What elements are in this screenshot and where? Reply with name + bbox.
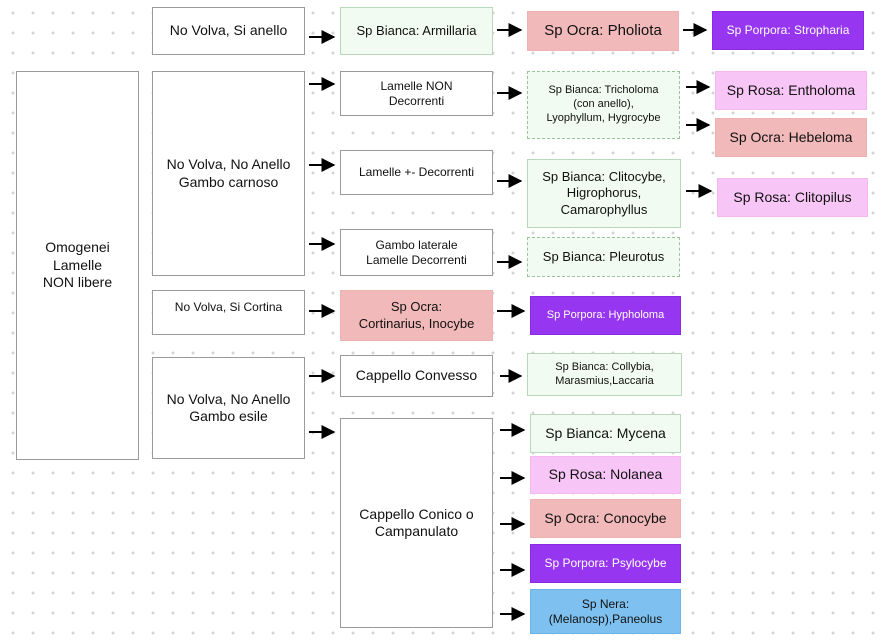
feature-lamelle-decorrenti: Lamelle +- Decorrenti [340,150,493,195]
feature-gambo-laterale: Gambo laterale Lamelle Decorrenti [340,229,493,276]
feature-lamelle-non-decorrenti: Lamelle NON Decorrenti [340,71,493,116]
feature-cappello-conico: Cappello Conico o Campanulato [340,418,493,628]
result-hebeloma: Sp Ocra: Hebeloma [715,118,867,157]
result-hypholoma: Sp Porpora: Hypholoma [530,296,681,335]
result-conocybe: Sp Ocra: Conocybe [530,499,681,538]
result-mycena: Sp Bianca: Mycena [530,414,681,453]
feature-cappello-convesso: Cappello Convesso [340,355,493,397]
result-pleurotus: Sp Bianca: Pleurotus [527,237,680,277]
branch-gambo-carnoso: No Volva, No Anello Gambo carnoso [152,71,305,276]
result-stropharia: Sp Porpora: Stropharia [712,11,864,50]
result-clitocybe: Sp Bianca: Clitocybe, Higrophorus, Camar… [527,159,681,228]
result-nolanea: Sp Rosa: Nolanea [530,456,681,494]
result-entholoma: Sp Rosa: Entholoma [715,71,867,110]
result-collybia: Sp Bianca: Collybia, Marasmius,Laccaria [527,353,682,396]
root-node: Omogenei Lamelle NON libere [16,71,139,460]
result-psylocybe: Sp Porpora: Psylocybe [530,544,681,583]
result-pholiota: Sp Ocra: Pholiota [527,11,679,51]
branch-cortina: No Volva, Si Cortina [152,290,305,335]
result-tricholoma: Sp Bianca: Tricholoma (con anello), Lyop… [527,71,680,139]
result-armillaria: Sp Bianca: Armillaria [340,7,493,55]
result-paneolus: Sp Nera: (Melanosp),Paneolus [530,589,681,634]
result-cortinarius: Sp Ocra: Cortinarius, Inocybe [340,290,493,341]
branch-volva-anello: No Volva, Si anello [152,7,305,55]
branch-gambo-esile: No Volva, No Anello Gambo esile [152,357,305,459]
result-clitopilus: Sp Rosa: Clitopilus [717,178,868,217]
